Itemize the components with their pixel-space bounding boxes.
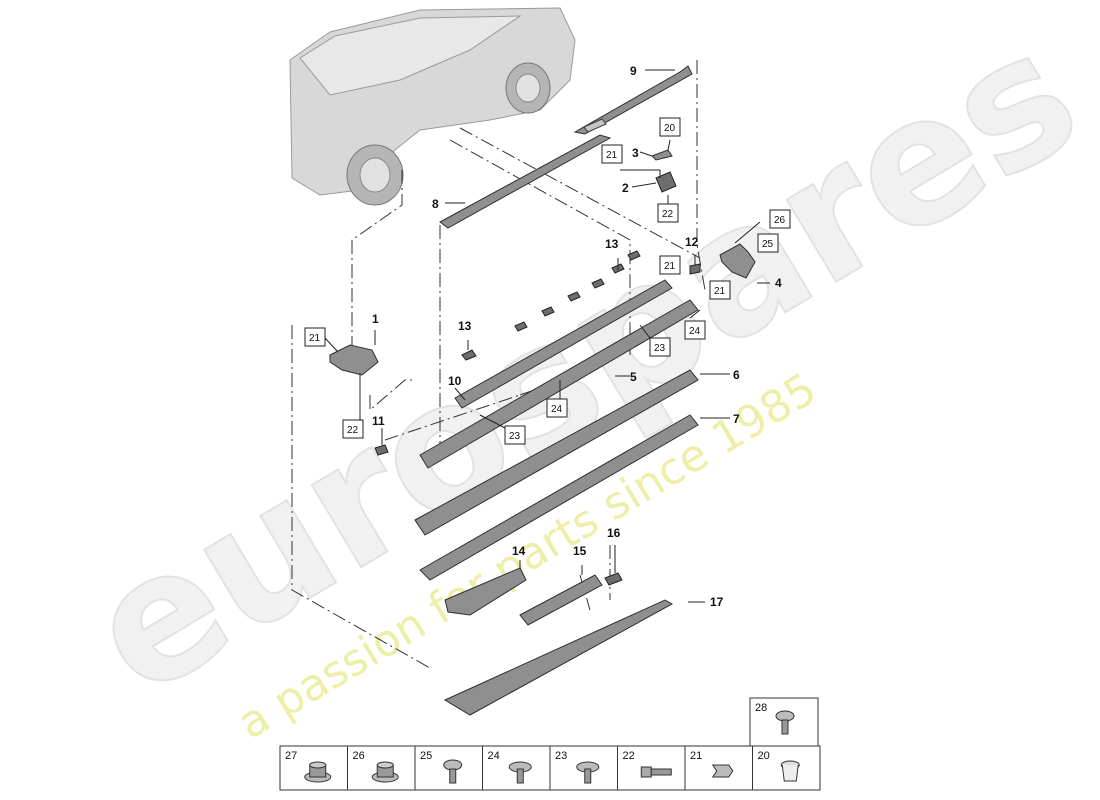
- svg-text:23: 23: [654, 343, 666, 354]
- fastener-number: 27: [285, 750, 297, 762]
- ref-box-21: 21: [304, 327, 326, 347]
- fastener-number: 20: [758, 750, 770, 762]
- boxed-refs: 20 21 22 26 25 21 21 24 23 21 22 24 23: [304, 117, 791, 445]
- clip-icon: [711, 764, 734, 778]
- part-7-sill-trim: [419, 414, 699, 581]
- fastener-number: 24: [488, 750, 500, 762]
- ref-box-25: 25: [757, 233, 779, 253]
- fastener-number: 21: [690, 750, 702, 762]
- part-15-bracket: [519, 574, 603, 626]
- callout-3: 3: [632, 146, 639, 160]
- screw-icon: [775, 710, 795, 735]
- fastener-number: 22: [623, 750, 635, 762]
- svg-text:28: 28: [755, 702, 767, 714]
- ref-box-21: 21: [601, 144, 623, 164]
- part-5-sill-cover: [419, 299, 699, 469]
- svg-text:26: 26: [774, 215, 786, 226]
- callout-8: 8: [432, 197, 439, 211]
- vehicle-overview: [289, 7, 576, 206]
- fastener-table: 28 27 26 25 24 23 22 21 20: [279, 697, 821, 791]
- fastener-number: 25: [420, 750, 432, 762]
- ref-box-24: 24: [546, 398, 568, 418]
- callout-13-left: 13: [458, 319, 472, 333]
- part-1-bracket: [329, 344, 379, 376]
- fastener-cell-22: 22: [617, 745, 686, 791]
- callout-16: 16: [607, 526, 621, 540]
- collar-nut-icon: [371, 761, 399, 783]
- callouts: 9 8 3 2 13 12 4 1 13 10 5 6 7 11 14 15 1…: [372, 64, 782, 609]
- svg-text:21: 21: [714, 286, 726, 297]
- svg-text:24: 24: [551, 404, 563, 415]
- fastener-cell-20: 20: [752, 745, 821, 791]
- ref-box-24: 24: [684, 320, 706, 340]
- part-4-bracket: [719, 243, 756, 279]
- callout-9: 9: [630, 64, 637, 78]
- ref-box-23: 23: [504, 425, 526, 445]
- fastener-cell-27: 27: [279, 745, 348, 791]
- svg-text:23: 23: [509, 431, 521, 442]
- callout-2: 2: [622, 181, 629, 195]
- ref-box-22: 22: [657, 203, 679, 223]
- washer-screw-icon: [508, 761, 532, 784]
- fastener-cell-23: 23: [549, 745, 618, 791]
- parts: [329, 65, 756, 716]
- callout-10: 10: [448, 374, 462, 388]
- ref-box-22: 22: [342, 419, 364, 439]
- callout-11: 11: [372, 414, 385, 428]
- part-3-clip: [651, 149, 673, 161]
- callout-1: 1: [372, 312, 379, 326]
- svg-text:20: 20: [664, 123, 676, 134]
- svg-text:25: 25: [762, 239, 774, 250]
- svg-text:21: 21: [606, 150, 618, 161]
- ref-box-21: 21: [709, 280, 731, 300]
- flange-nut-icon: [304, 761, 332, 783]
- callout-leaders: [324, 69, 770, 603]
- ref-box-23: 23: [649, 337, 671, 357]
- fastener-row: 27 26 25 24 23 22 21 20: [279, 745, 821, 791]
- part-12-clip: [689, 263, 701, 275]
- bolt-icon: [640, 766, 672, 778]
- part-8-trim-strip: [439, 134, 612, 229]
- fastener-cell-26: 26: [347, 745, 416, 791]
- svg-text:21: 21: [309, 333, 321, 344]
- callout-17: 17: [710, 595, 724, 609]
- svg-text:24: 24: [689, 326, 701, 337]
- fastener-cell-24: 24: [482, 745, 551, 791]
- fastener-cell-28: 28: [749, 697, 819, 747]
- screw-icon: [443, 759, 463, 784]
- part-8-clip: [583, 118, 607, 133]
- part-17-sill-reinforcement: [443, 599, 674, 716]
- callout-13-top: 13: [605, 237, 619, 251]
- part-6-sill-trim: [414, 369, 699, 536]
- callout-14: 14: [512, 544, 526, 558]
- svg-text:21: 21: [664, 261, 676, 272]
- callout-6: 6: [733, 368, 740, 382]
- fastener-number: 26: [353, 750, 365, 762]
- ref-box-26: 26: [769, 209, 791, 229]
- part-16-clip: [604, 572, 623, 586]
- callout-12: 12: [685, 235, 699, 249]
- washer-screw-icon: [576, 761, 600, 784]
- part-14-bracket: [444, 567, 527, 616]
- svg-text:22: 22: [662, 209, 674, 220]
- callout-7: 7: [733, 412, 740, 426]
- fastener-cell-21: 21: [684, 745, 753, 791]
- callout-15: 15: [573, 544, 587, 558]
- callout-4: 4: [775, 276, 782, 290]
- callout-5: 5: [630, 370, 637, 384]
- ref-box-20: 20: [659, 117, 681, 137]
- part-11-clip: [374, 444, 389, 456]
- expansion-nut-icon: [780, 760, 800, 782]
- ref-box-21: 21: [659, 255, 681, 275]
- fastener-cell-25: 25: [414, 745, 483, 791]
- part-10-sill-panel: [454, 279, 673, 409]
- fastener-number: 23: [555, 750, 567, 762]
- svg-text:22: 22: [347, 425, 359, 436]
- part-9-roof-trim: [573, 65, 693, 135]
- part-13-clip: [461, 349, 477, 361]
- part-2-bracket: [655, 171, 677, 193]
